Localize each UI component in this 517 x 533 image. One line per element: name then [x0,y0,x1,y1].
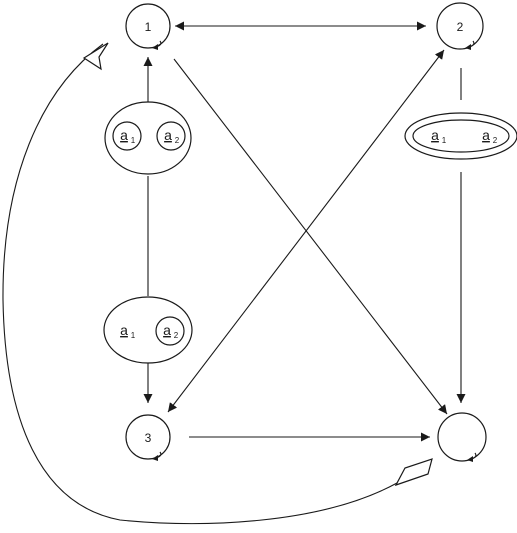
action-node-left-top: a 1 a 2 [104,101,192,175]
action-a1-circle [112,121,142,151]
action-node-right: a 1 a 2 [404,112,517,160]
action-a1-label: a [120,322,128,338]
action-a1-label: a [120,127,128,143]
action-a2-label: a [482,127,490,143]
action-a2-subscript: 2 [493,136,498,145]
action-a2-label: a [164,127,172,143]
state-1: 1 [125,3,171,50]
action-node-left-bottom: a 1 a 2 [103,296,193,364]
edge-4-to-1-curve [2,43,398,525]
action-a2-circle [155,316,185,346]
hollow-arrowhead-top [82,42,109,71]
action-a2-circle [156,121,186,151]
edge-3-2 [167,49,445,413]
state-2-label: 2 [457,20,464,34]
hollow-arrowhead-bottom [394,458,433,487]
state-3-label: 3 [145,431,152,445]
action-a1-subscript: 1 [442,136,447,145]
state-2: 2 [436,2,484,50]
action-a1-subscript: 1 [131,331,136,340]
state-1-label: 1 [145,20,152,34]
action-a2-subscript: 2 [175,136,180,145]
state-3: 3 [125,414,171,461]
state-4 [437,412,487,462]
action-group-inner-ellipse [412,119,510,153]
action-a1-subscript: 1 [131,136,136,145]
edge-1-to-4 [173,58,448,415]
action-a2-subscript: 2 [174,331,179,340]
action-a2-label: a [163,322,171,338]
action-a1-label: a [431,127,439,143]
